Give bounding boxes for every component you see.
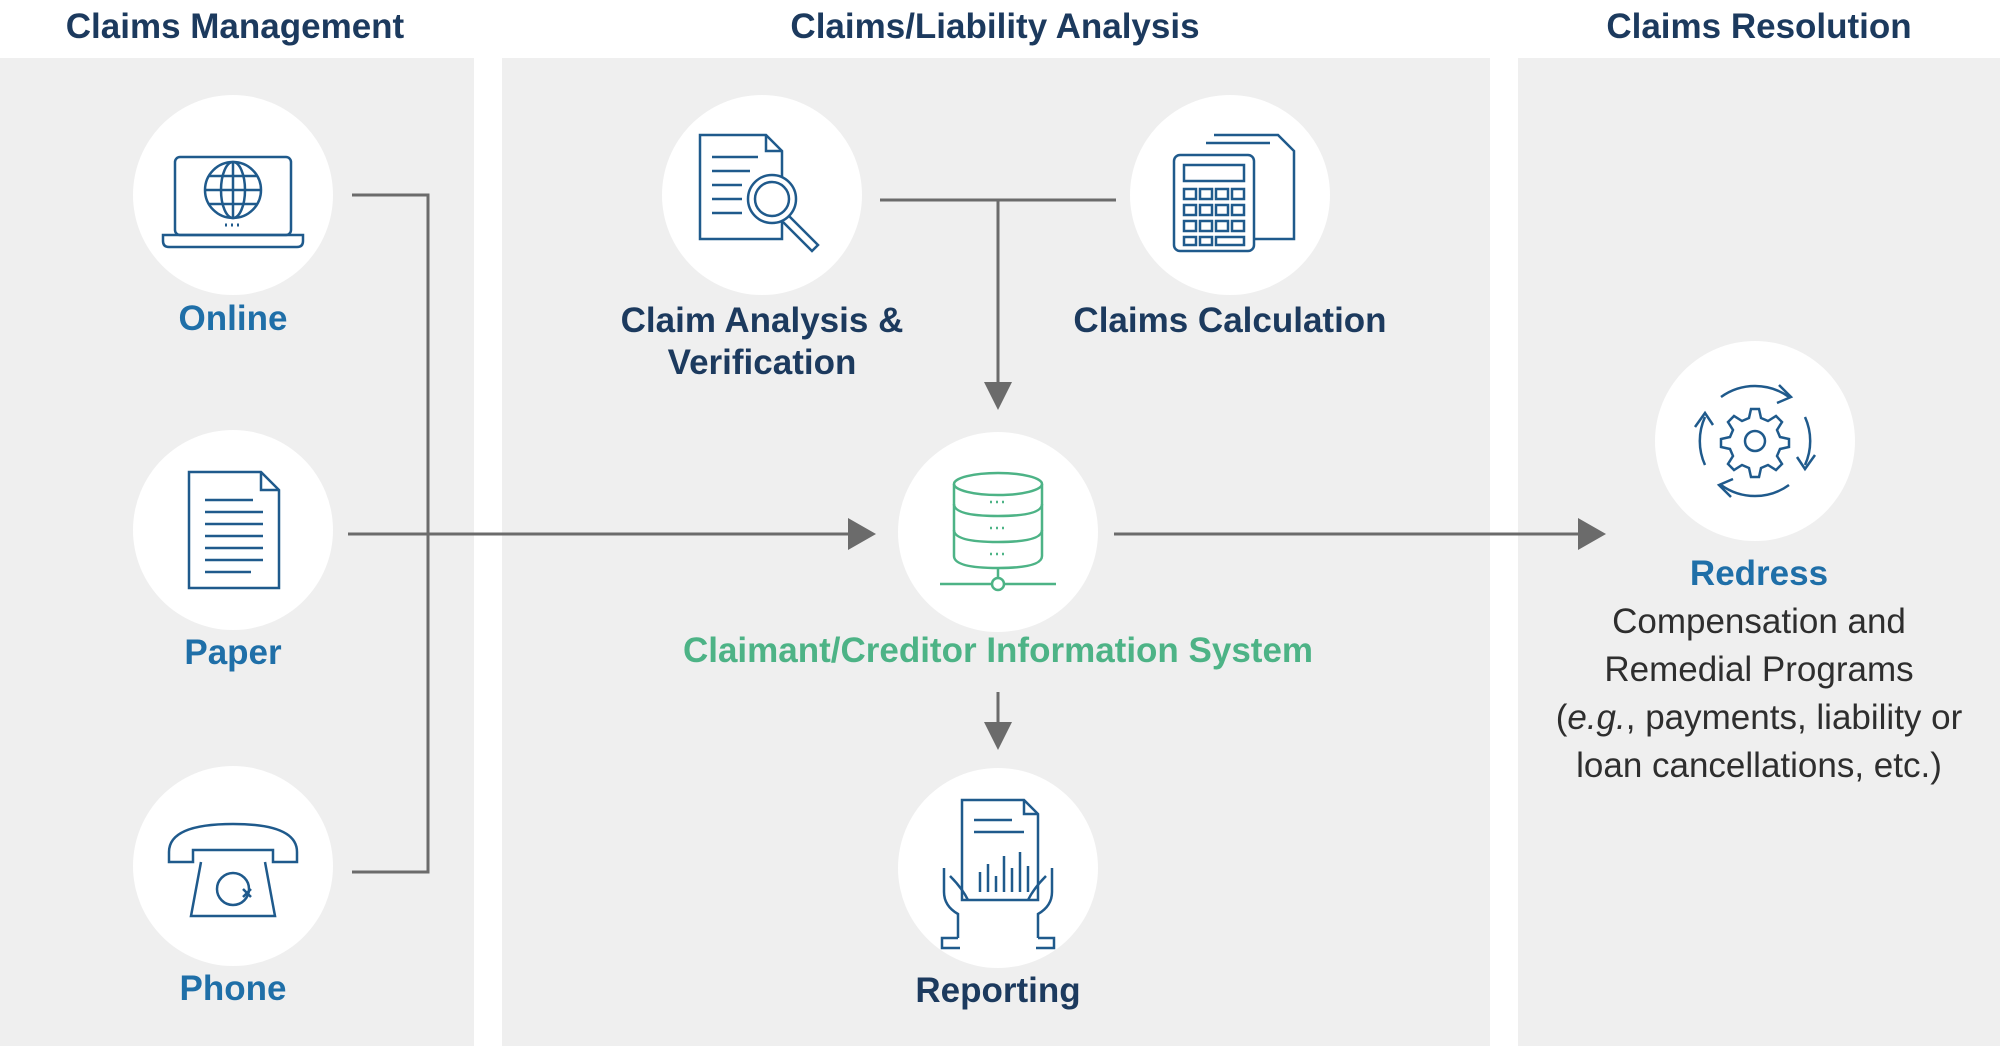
label-redress: Redress bbox=[1689, 554, 1829, 593]
gear-cycle-icon bbox=[1693, 384, 1817, 498]
arrowhead-redress bbox=[1578, 518, 1606, 550]
label-reporting: Reporting bbox=[915, 971, 1081, 1010]
redress-line3-italic: e.g. bbox=[1567, 698, 1626, 737]
redress-description: Redress Compensation and Remedial Progra… bbox=[1518, 550, 2000, 790]
claims-calculation-circle bbox=[1130, 95, 1330, 295]
redress-line3-rest: , payments, liability or bbox=[1625, 698, 1963, 737]
column-header-claims-resolution: Claims Resolution bbox=[1606, 7, 1912, 46]
paper-document-icon bbox=[187, 470, 281, 590]
redress-line4: loan cancellations, etc.) bbox=[1576, 746, 1942, 785]
label-phone: Phone bbox=[179, 969, 287, 1008]
laptop-globe-icon bbox=[161, 155, 305, 249]
arrowhead-info-system bbox=[848, 518, 876, 550]
label-info-system: Claimant/Creditor Information System bbox=[682, 631, 1314, 670]
redress-line3-prefix: ( bbox=[1555, 698, 1568, 737]
arrowhead-reporting bbox=[984, 722, 1012, 750]
phone-circle bbox=[133, 766, 333, 966]
label-online: Online bbox=[178, 299, 288, 338]
label-claim-analysis: Claim Analysis & Verification bbox=[560, 300, 964, 384]
online-circle bbox=[133, 95, 333, 295]
paper-circle bbox=[133, 430, 333, 630]
column-header-claims-management: Claims Management bbox=[65, 7, 405, 46]
label-paper: Paper bbox=[184, 633, 282, 672]
reporting-circle bbox=[898, 768, 1098, 968]
report-hands-icon bbox=[940, 798, 1056, 950]
document-magnifier-icon bbox=[698, 133, 820, 253]
label-claim-analysis-line2: Verification bbox=[667, 343, 857, 382]
redress-line1: Compensation and bbox=[1612, 602, 1906, 641]
arrowhead-down-system bbox=[984, 382, 1012, 410]
database-icon bbox=[940, 471, 1056, 592]
label-claims-calculation: Claims Calculation bbox=[1073, 301, 1387, 340]
claim-analysis-circle bbox=[662, 95, 862, 295]
info-system-circle bbox=[898, 432, 1098, 632]
redress-line3: (e.g., payments, liability or bbox=[1518, 694, 2000, 742]
calculator-icon bbox=[1172, 133, 1296, 253]
panel-claims-resolution bbox=[1518, 58, 2000, 1046]
telephone-icon bbox=[167, 822, 299, 918]
column-header-claims-liability-analysis: Claims/Liability Analysis bbox=[790, 7, 1200, 46]
label-claim-analysis-line1: Claim Analysis & bbox=[620, 301, 904, 340]
redress-circle bbox=[1655, 341, 1855, 541]
redress-line2: Remedial Programs bbox=[1604, 650, 1914, 689]
